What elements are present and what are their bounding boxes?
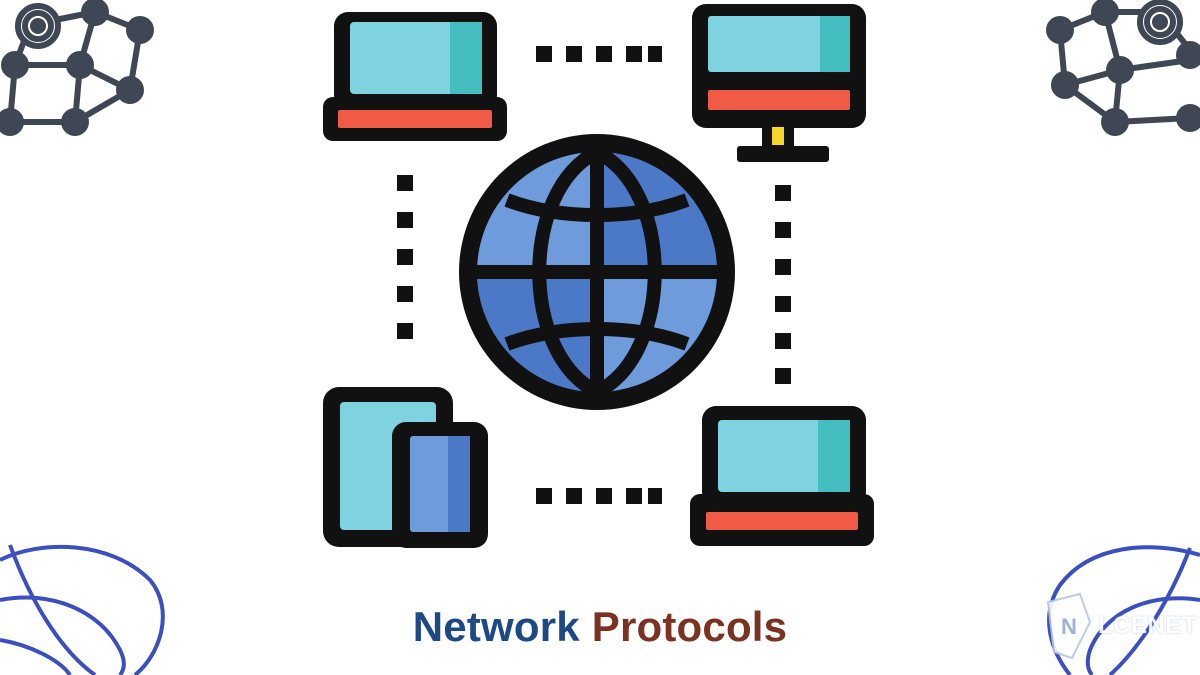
watermark-logo: N: [1046, 592, 1092, 660]
connection-line-right: [775, 185, 791, 384]
connection-line-top: [536, 46, 662, 62]
connection-line-left: [397, 175, 413, 339]
connection-line-bottom: [536, 488, 662, 504]
orbit-swirl-decoration: [0, 544, 165, 675]
laptop-icon: [323, 12, 507, 141]
network-graph-icon: [1046, 0, 1200, 136]
laptop-icon: [690, 406, 874, 546]
desktop-monitor-icon: [692, 4, 866, 162]
caption-word-protocols: Protocols: [591, 603, 788, 650]
caption-title: Network Protocols: [0, 603, 1200, 651]
tablet-and-phone-icon: [323, 387, 488, 548]
network-graph-icon: [0, 0, 154, 136]
globe-icon: [459, 134, 735, 410]
caption-word-network: Network: [412, 603, 580, 650]
watermark-text: LCENET: [1098, 612, 1197, 639]
svg-text:N: N: [1061, 614, 1077, 639]
